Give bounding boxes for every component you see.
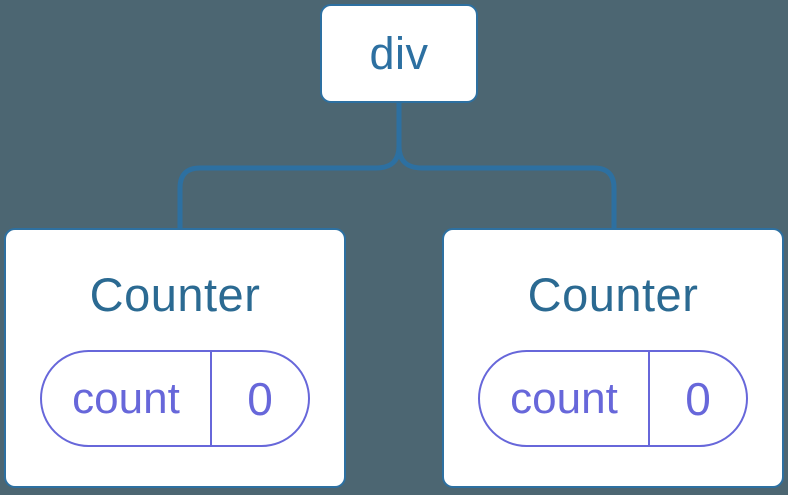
state-pill: count 0 [478,350,748,447]
edge-root-to-left-counter [177,100,402,230]
state-key: count [42,352,212,445]
root-node-label: div [369,28,429,79]
edge-root-to-right-counter [396,100,617,230]
root-node-div: div [320,4,478,103]
component-title: Counter [89,268,261,321]
counter-card-right: Counter count 0 [442,228,784,488]
state-key: count [480,352,650,445]
counter-card-left: Counter count 0 [4,228,346,488]
component-title: Counter [527,268,699,321]
state-value: 0 [247,372,273,425]
state-pill: count 0 [40,350,310,447]
state-value: 0 [685,372,711,425]
